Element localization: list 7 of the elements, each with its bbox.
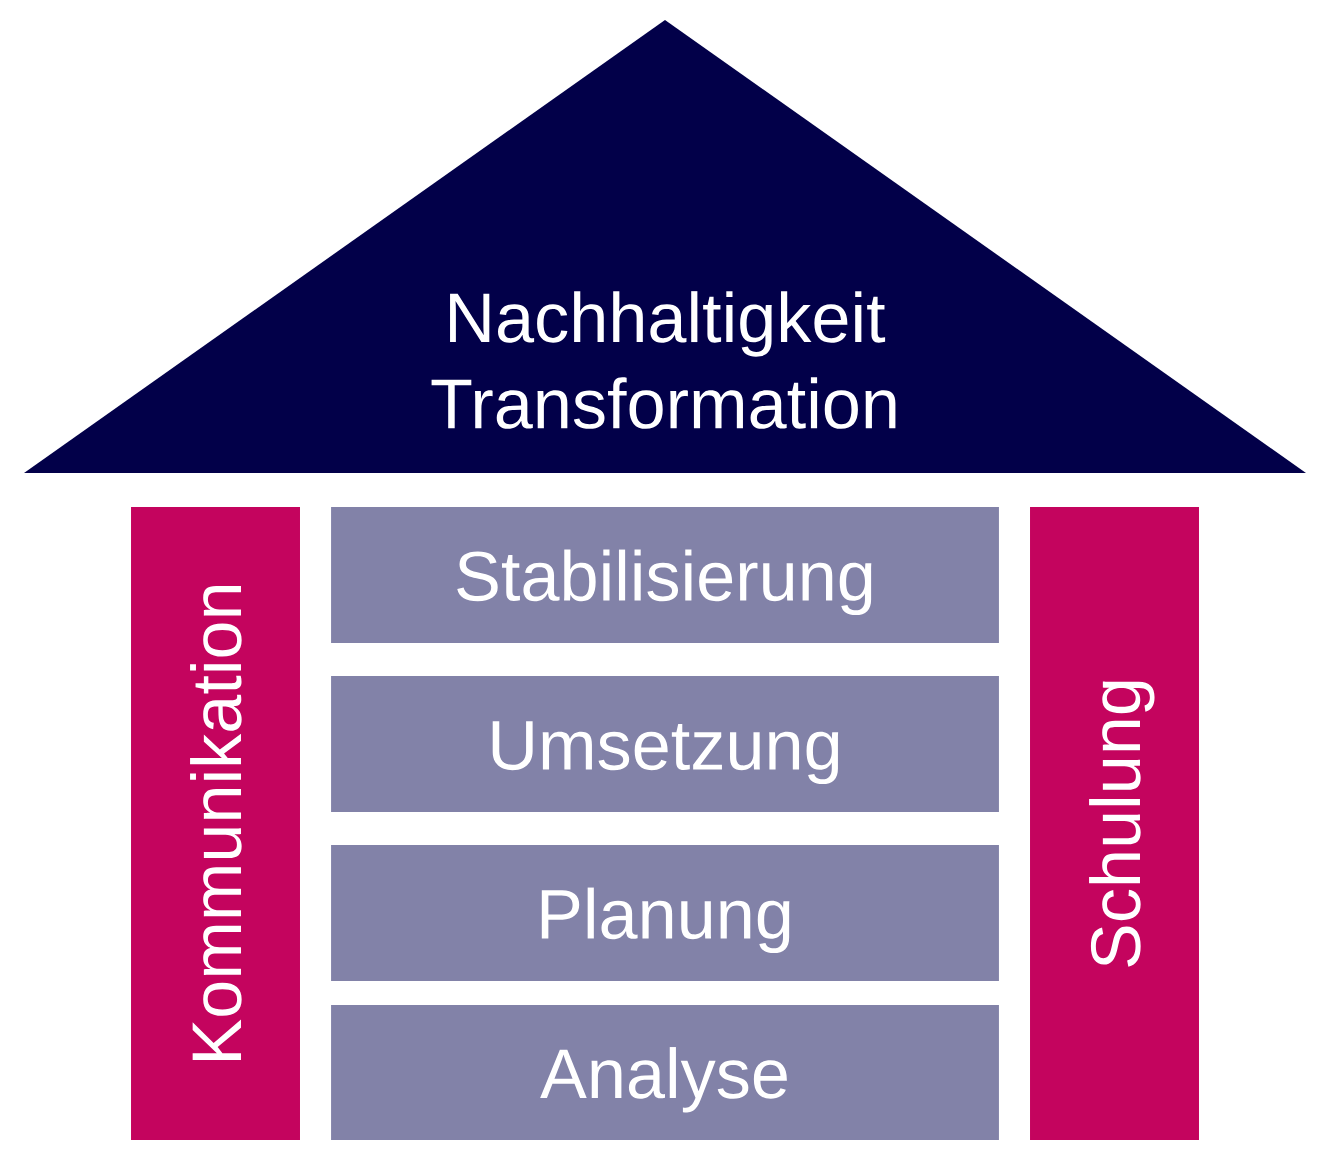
roof-triangle: Nachhaltigkeit Transformation bbox=[24, 20, 1306, 473]
stage-band: Umsetzung bbox=[331, 676, 999, 812]
stage-band: Analyse bbox=[331, 1005, 999, 1140]
pillar: Schulung bbox=[1030, 507, 1199, 1140]
stage-band: Planung bbox=[331, 845, 999, 981]
pillar: Kommunikation bbox=[131, 507, 300, 1140]
stage-band: Stabilisierung bbox=[331, 507, 999, 643]
